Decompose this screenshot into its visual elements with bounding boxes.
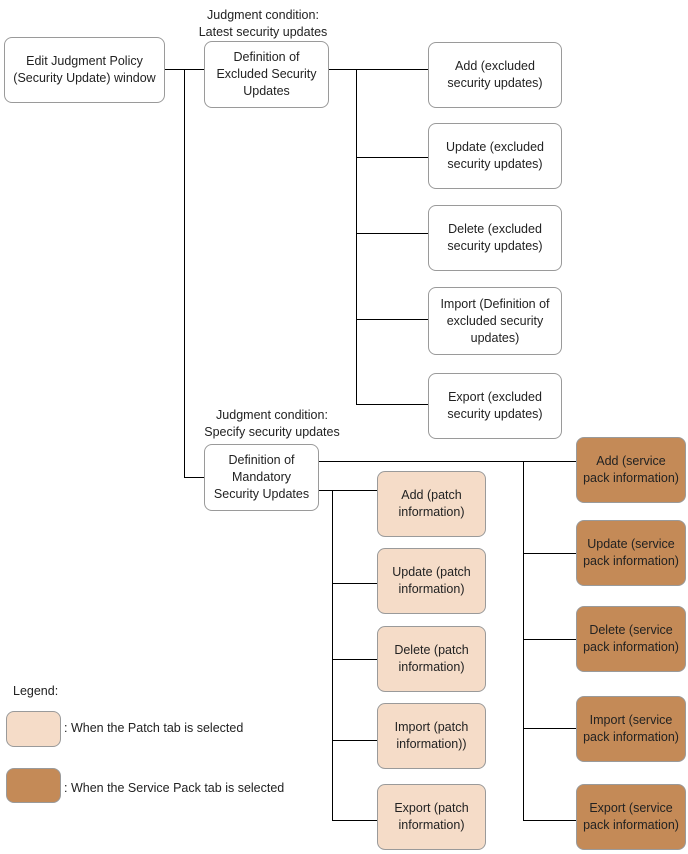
legend-patch-swatch (6, 711, 61, 747)
excluded-export-node: Export (excluded security updates) (428, 373, 562, 439)
service-pack-import-node: Import (service pack information) (576, 696, 686, 762)
mandatory-definition-node: Definition of Mandatory Security Updates (204, 444, 319, 511)
excluded-add-node: Add (excluded security updates) (428, 42, 562, 108)
excluded-import-node: Import (Definition of excluded security … (428, 287, 562, 355)
service-pack-add-node: Add (service pack information) (576, 437, 686, 503)
excluded-delete-node: Delete (excluded security updates) (428, 205, 562, 271)
service-pack-export-node: Export (service pack information) (576, 784, 686, 850)
legend-patch-text: : When the Patch tab is selected (64, 721, 244, 735)
excluded-update-node: Update (excluded security updates) (428, 123, 562, 189)
root-window-node: Edit Judgment Policy (Security Update) w… (4, 37, 165, 103)
service-pack-update-node: Update (service pack information) (576, 520, 686, 586)
patch-delete-node: Delete (patch information) (377, 626, 486, 692)
patch-add-node: Add (patch information) (377, 471, 486, 537)
condition-specify-label: Judgment condition: Specify security upd… (204, 408, 340, 439)
patch-import-node: Import (patch information)) (377, 703, 486, 769)
patch-export-node: Export (patch information) (377, 784, 486, 850)
excluded-definition-node: Definition of Excluded Security Updates (204, 41, 329, 108)
condition-latest-label: Judgment condition: Latest security upda… (198, 8, 328, 39)
legend-service-pack-swatch (6, 768, 61, 803)
legend-service-pack-text: : When the Service Pack tab is selected (64, 781, 285, 795)
patch-update-node: Update (patch information) (377, 548, 486, 614)
service-pack-delete-node: Delete (service pack information) (576, 606, 686, 672)
legend-title: Legend: (13, 684, 59, 698)
